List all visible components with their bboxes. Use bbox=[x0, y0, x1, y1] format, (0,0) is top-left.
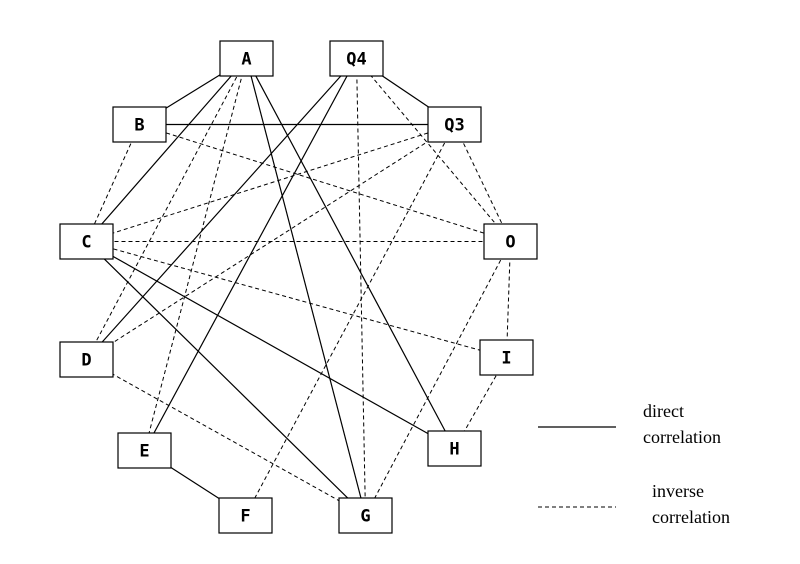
node-e: E bbox=[117, 432, 172, 469]
edge-c-i-inverse bbox=[86, 241, 507, 358]
node-box-q4 bbox=[329, 40, 384, 77]
edge-b-o-inverse bbox=[139, 124, 511, 242]
edge-q3-f-inverse bbox=[245, 124, 455, 516]
edge-q4-g-inverse bbox=[356, 58, 366, 516]
node-d: D bbox=[59, 341, 114, 378]
edge-c-g-direct bbox=[86, 241, 366, 516]
node-q4: Q4 bbox=[329, 40, 384, 77]
node-label-e: E bbox=[139, 442, 149, 462]
node-box-i bbox=[479, 339, 534, 376]
node-label-d: D bbox=[81, 351, 91, 371]
nodes-layer: A Q4B Q3C O D I E H F G bbox=[59, 40, 538, 534]
node-label-h: H bbox=[449, 440, 459, 460]
legend-inverse-label-line2: correlation bbox=[652, 507, 730, 527]
legend: direct correlation inverse correlation bbox=[538, 401, 730, 527]
edge-q3-o-inverse bbox=[454, 124, 511, 242]
node-label-b: B bbox=[134, 116, 144, 136]
node-box-o bbox=[483, 223, 538, 260]
legend-inverse-label-line1: inverse bbox=[652, 481, 704, 501]
edge-a-g-direct bbox=[245, 58, 367, 516]
node-label-c: C bbox=[81, 233, 91, 253]
node-label-o: O bbox=[505, 233, 515, 253]
node-label-a: A bbox=[241, 50, 251, 70]
edge-b-c-inverse bbox=[86, 124, 140, 242]
edge-o-i-inverse bbox=[506, 241, 511, 358]
node-box-d bbox=[59, 341, 114, 378]
edge-q4-d-direct bbox=[86, 58, 357, 360]
node-i: I bbox=[479, 339, 534, 376]
edge-q3-c-inverse bbox=[86, 124, 455, 242]
edge-o-g-inverse bbox=[365, 241, 511, 516]
node-box-c bbox=[59, 223, 114, 260]
edge-d-g-inverse bbox=[86, 359, 366, 516]
node-box-a bbox=[219, 40, 274, 77]
node-box-h bbox=[427, 430, 482, 467]
node-box-q3 bbox=[427, 106, 482, 143]
node-box-e bbox=[117, 432, 172, 469]
node-h: H bbox=[427, 430, 482, 467]
edge-q4-o-inverse bbox=[356, 58, 511, 242]
node-label-i: I bbox=[501, 349, 511, 369]
edge-c-h-direct bbox=[86, 240, 455, 450]
node-label-q4: Q4 bbox=[346, 50, 366, 70]
node-label-f: F bbox=[240, 507, 250, 527]
edge-a-d-inverse bbox=[86, 58, 247, 360]
node-o: O bbox=[483, 223, 538, 260]
legend-direct-label-line1: direct bbox=[643, 401, 684, 421]
legend-direct-label-line2: correlation bbox=[643, 427, 721, 447]
node-box-b bbox=[112, 106, 167, 143]
edge-a-e-inverse bbox=[144, 58, 247, 451]
node-label-g: G bbox=[360, 507, 370, 527]
node-label-q3: Q3 bbox=[444, 116, 464, 136]
edge-a-h-direct bbox=[245, 58, 456, 449]
node-b: B bbox=[112, 106, 167, 143]
node-a: A bbox=[219, 40, 274, 77]
node-q3: Q3 bbox=[427, 106, 482, 143]
node-box-f bbox=[218, 497, 273, 534]
edge-a-c-direct bbox=[86, 58, 247, 242]
node-f: F bbox=[218, 497, 273, 534]
node-box-g bbox=[338, 497, 393, 534]
node-c: C bbox=[59, 223, 114, 260]
node-g: G bbox=[338, 497, 393, 534]
